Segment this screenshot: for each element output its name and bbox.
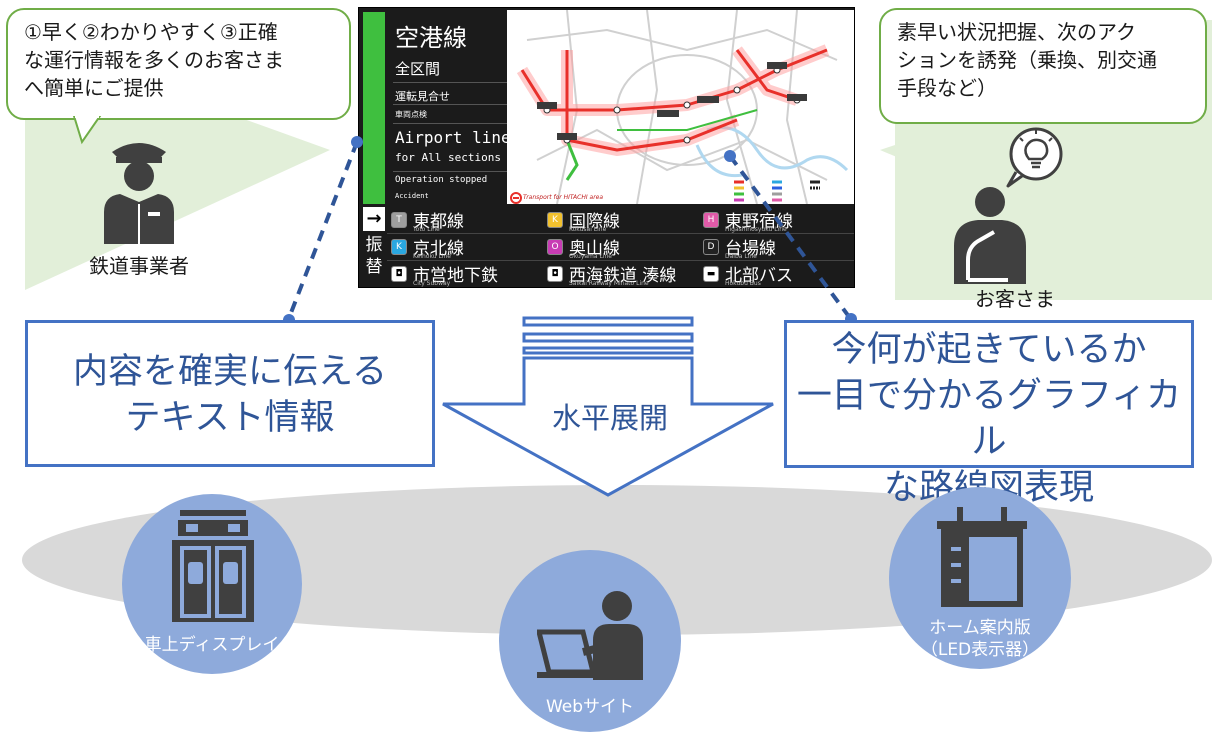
transfer-label: 振替 xyxy=(363,234,385,278)
route-badge-icon: K xyxy=(391,239,407,255)
alternative-route-name-en: Toto Line xyxy=(413,226,440,233)
alternative-route-name: 台場線 xyxy=(725,239,776,259)
route-badge-icon: T xyxy=(391,212,407,228)
alternative-route-name-en: Hokubu Bus xyxy=(725,280,761,287)
alternative-route-name: 国際線 xyxy=(569,212,620,232)
reason-text: 車両点検 xyxy=(395,110,427,119)
route-badge-icon: ◘ xyxy=(547,266,563,282)
text-info-line: テキスト情報 xyxy=(125,398,335,438)
platform-board-label-line2: （LED表示器） xyxy=(920,640,1040,660)
route-badge-icon: K xyxy=(547,212,563,228)
alternative-route-name: 西海鉄道 湊線 xyxy=(569,266,677,286)
route-map-graphic xyxy=(516,10,849,204)
horizontal-deployment-label: 水平展開 xyxy=(551,401,668,435)
scope-en: for All sections xyxy=(395,151,501,164)
status-en: Operation stopped xyxy=(395,175,488,185)
operator-label: 鉄道事業者 xyxy=(89,254,189,278)
alternative-route-name: 市営地下鉄 xyxy=(413,266,498,286)
route-badge-icon: H xyxy=(703,212,719,228)
website-circle: Webサイト xyxy=(499,550,681,732)
operator-speech-bubble: ①早く②わかりやすく③正確 な運行情報を多くのお客さま へ簡単にご提供 xyxy=(6,8,351,120)
graphical-map-line: 今何が起きているか xyxy=(831,330,1147,370)
route-badge-icon: D xyxy=(703,239,719,255)
line-color-bar xyxy=(363,12,385,204)
customer-label: お客さま xyxy=(975,287,1055,311)
brand-logo-icon xyxy=(510,192,522,204)
platform-board-label-line1: ホーム案内版 xyxy=(929,618,1031,638)
operator-bubble-line: ①早く②わかりやすく③正確 xyxy=(24,20,278,44)
arrow-right-icon: → xyxy=(366,208,382,229)
alternative-row-divider xyxy=(387,233,854,234)
alternative-route-name-en: Kokusai Line xyxy=(569,226,607,233)
onboard-display-circle: 車上ディスプレイ xyxy=(122,494,302,674)
operator-bubble-tail xyxy=(72,116,102,145)
alternative-route-name-en: Keihoku Line xyxy=(413,253,451,260)
route-badge-icon: ◘ xyxy=(391,266,407,282)
onboard-display-label: 車上ディスプレイ xyxy=(144,635,280,655)
alternative-row-divider xyxy=(387,260,854,261)
route-map: Transport for HITACHI area xyxy=(507,10,854,204)
platform-board-label: ホーム案内版 （LED表示器） xyxy=(889,617,1071,661)
line-name-en: Airport line xyxy=(395,128,511,147)
transfer-label-text: 振替 xyxy=(365,235,383,277)
alternative-route-name-en: City Subway xyxy=(413,280,451,287)
alternative-route-name: 北部バス xyxy=(725,266,793,286)
alternative-route-name-en: Higashinosyuku Line xyxy=(725,226,787,233)
brand-text: Transport for HITACHI area xyxy=(523,194,604,201)
alternative-route-name-en: Okuyama Line xyxy=(569,253,612,260)
text-panel: 空港線 全区間 運転見合せ 車両点検 Airport line for All … xyxy=(385,8,531,204)
alternative-route-name: 京北線 xyxy=(413,239,464,259)
map-legend xyxy=(734,180,820,202)
operator-bubble-line: へ簡単にご提供 xyxy=(24,76,164,100)
railway-operator-icon xyxy=(104,143,174,244)
operation-info-display: 空港線 全区間 運転見合せ 車両点検 Airport line for All … xyxy=(358,7,855,288)
alternative-route-name: 東都線 xyxy=(413,212,464,232)
train-door-icon xyxy=(172,510,254,622)
customer-bubble-line: 手段など） xyxy=(897,76,997,100)
platform-display-icon xyxy=(937,507,1027,607)
customer-bubble-line: 素早い状況把握、次のアク xyxy=(897,20,1136,44)
graphical-map-line: 一目で分かるグラフィカル xyxy=(796,376,1182,462)
website-label: Webサイト xyxy=(545,697,635,717)
alternative-route-name-en: Saikai Railway Minato Line xyxy=(569,280,649,287)
alternative-route-name: 奥山線 xyxy=(569,239,620,259)
pc-user-icon xyxy=(537,591,643,680)
route-badge-icon: ▬ xyxy=(703,266,719,282)
reason-en: Accident xyxy=(395,192,429,200)
text-info-box: 内容を確実に伝える テキスト情報 xyxy=(25,320,435,467)
line-name: 空港線 xyxy=(395,24,467,52)
graphical-map-box: 今何が起きているか 一目で分かるグラフィカル な路線図表現 xyxy=(784,320,1194,508)
customer-speech-bubble: 素早い状況把握、次のアク ションを誘発（乗換、別交通 手段など） xyxy=(879,8,1207,124)
lightbulb-idea-icon xyxy=(1006,127,1063,188)
customer-bubble-line: ションを誘発（乗換、別交通 xyxy=(897,48,1157,72)
customer-person-icon xyxy=(954,187,1026,284)
platform-board-circle: ホーム案内版 （LED表示器） xyxy=(889,487,1071,669)
horizontal-deployment-arrow xyxy=(442,316,774,497)
alternative-route-name-en: Daiba Line xyxy=(725,253,757,260)
text-info-line: 内容を確実に伝える xyxy=(73,352,387,392)
route-badge-icon: O xyxy=(547,239,563,255)
line-scope: 全区間 xyxy=(395,60,441,78)
transfer-arrow: → xyxy=(363,207,385,231)
status-text: 運転見合せ xyxy=(395,90,450,103)
operator-bubble-line: な運行情報を多くのお客さま xyxy=(24,48,284,72)
